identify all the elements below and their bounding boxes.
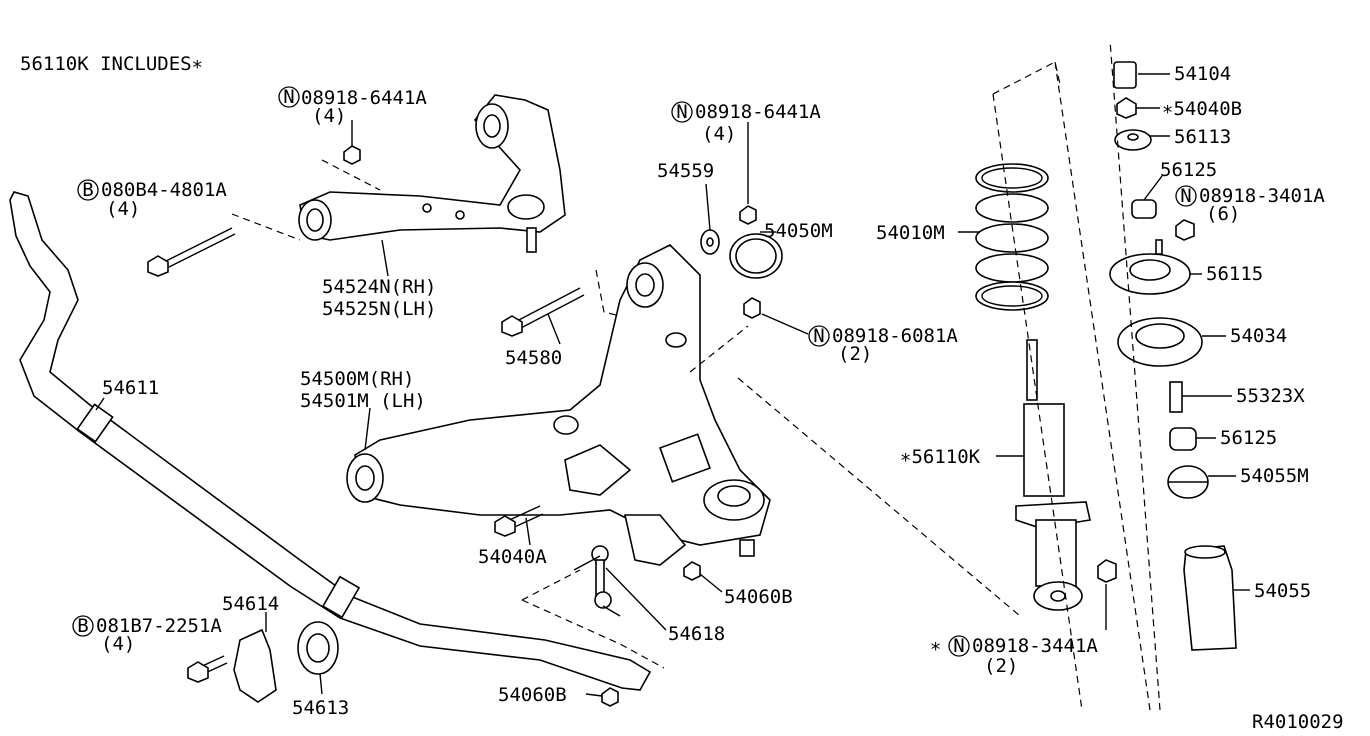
nut-08918-6081A bbox=[743, 297, 761, 319]
bushing-56125-a bbox=[1131, 199, 1157, 219]
part-label-54618: 54618 bbox=[668, 623, 725, 645]
part-label-54034: 54034 bbox=[1230, 325, 1287, 347]
assembly-boundaries bbox=[231, 39, 1161, 711]
svg-text:N: N bbox=[1180, 185, 1191, 207]
part-label-54525N: 54525N(LH) bbox=[322, 298, 436, 320]
part-label-08918-6081A: 08918-6081A bbox=[832, 325, 958, 347]
part-label-080B4-4801A: 080B4-4801A bbox=[101, 179, 227, 201]
quantity-label: (4) bbox=[312, 105, 346, 127]
quantity-label: (6) bbox=[1206, 203, 1240, 225]
part-label-54050M: 54050M bbox=[764, 220, 833, 242]
part-label-56125: 56125 bbox=[1220, 427, 1277, 449]
part-label-54010M: 54010M bbox=[876, 222, 945, 244]
part-label-54104: 54104 bbox=[1174, 63, 1231, 85]
bushing-56125-b bbox=[1169, 427, 1197, 451]
part-label-54611: 54611 bbox=[102, 377, 159, 399]
stabilizer-link bbox=[573, 545, 621, 617]
includes-note: 56110K INCLUDES∗ bbox=[20, 53, 203, 75]
boot-54050M bbox=[729, 233, 783, 279]
nut-08918-3441A bbox=[1097, 559, 1117, 583]
spacer-55323X bbox=[1169, 381, 1183, 413]
part-label-08918-6441A: 08918-6441A bbox=[301, 87, 427, 109]
bound-bumper-54055M bbox=[1167, 465, 1209, 499]
part-label-54501M: 54501M (LH) bbox=[300, 390, 426, 412]
washer-54559 bbox=[700, 229, 720, 255]
part-label-54500M: 54500M(RH) bbox=[300, 368, 414, 390]
part-label-56115: 56115 bbox=[1206, 263, 1263, 285]
part-label-54580: 54580 bbox=[505, 347, 562, 369]
part-label-54055M: 54055M bbox=[1240, 465, 1309, 487]
part-label-55323X: 55323X bbox=[1236, 385, 1305, 407]
bolt-54040A bbox=[494, 505, 544, 537]
coil-spring bbox=[975, 163, 1049, 311]
lower-bolt-54580 bbox=[501, 287, 585, 337]
part-label-08918-3401A: 08918-3401A bbox=[1199, 185, 1325, 207]
quantity-label: (2) bbox=[838, 343, 872, 365]
bushing-54613 bbox=[297, 621, 339, 675]
part-label-56110K: ∗56110K bbox=[900, 446, 981, 468]
part-label-08918-3441A: 08918-3441A bbox=[972, 635, 1098, 657]
nut-54040B bbox=[1116, 97, 1137, 119]
part-label-56125: 56125 bbox=[1160, 159, 1217, 181]
quantity-label: (4) bbox=[702, 123, 736, 145]
callout-n-circle: N bbox=[808, 325, 830, 347]
callout-n-circle: N bbox=[278, 86, 300, 108]
part-label-56113: 56113 bbox=[1174, 126, 1231, 148]
mount-56115 bbox=[1109, 239, 1191, 295]
bumper-cap-54104 bbox=[1113, 61, 1137, 89]
dust-cover-54055 bbox=[1183, 545, 1237, 651]
washer-56113 bbox=[1114, 129, 1152, 151]
part-label-08918-6441A: 08918-6441A bbox=[695, 101, 821, 123]
upper-nut bbox=[343, 145, 361, 165]
svg-text:N: N bbox=[283, 86, 294, 108]
quantity-label: (2) bbox=[984, 655, 1018, 677]
part-label-54524N: 54524N(RH) bbox=[322, 276, 436, 298]
svg-text:N: N bbox=[813, 325, 824, 347]
quantity-label: (4) bbox=[101, 633, 135, 655]
part-label-54614: 54614 bbox=[222, 593, 279, 615]
lower-link-assembly bbox=[346, 244, 771, 566]
part-label-54055: 54055 bbox=[1254, 580, 1311, 602]
stabilizer-bar bbox=[9, 191, 652, 691]
star-mark: ∗ bbox=[930, 635, 941, 657]
part-label-54060B: 54060B bbox=[724, 586, 793, 608]
bolt-081B7 bbox=[187, 655, 228, 683]
svg-text:B: B bbox=[77, 615, 88, 637]
quantity-label: (4) bbox=[106, 198, 140, 220]
part-label-081B7-2251A: 081B7-2251A bbox=[96, 615, 222, 637]
callout-n-circle: N bbox=[1175, 185, 1197, 207]
callout-b-circle: B bbox=[72, 615, 94, 637]
upper-bolt bbox=[147, 227, 236, 277]
part-label-54060B: 54060B bbox=[498, 684, 567, 706]
leader-lines bbox=[95, 73, 1250, 697]
reference-code: R4010029 bbox=[1252, 711, 1344, 733]
svg-text:N: N bbox=[953, 635, 964, 657]
nut-08918-3401A bbox=[1175, 219, 1195, 241]
nut-upper-right bbox=[739, 205, 757, 225]
shock-absorber bbox=[1015, 339, 1091, 611]
part-label-54040B: ∗54040B bbox=[1162, 98, 1242, 120]
upper-link-assembly bbox=[298, 94, 566, 253]
insulator-54034 bbox=[1117, 317, 1203, 367]
callout-n-circle: N bbox=[948, 635, 970, 657]
svg-text:N: N bbox=[676, 101, 687, 123]
callout-n-circle: N bbox=[671, 101, 693, 123]
part-label-54040A: 54040A bbox=[478, 546, 547, 568]
clamp-54614 bbox=[233, 628, 277, 703]
nut-54060B-a bbox=[683, 561, 701, 581]
part-label-54613: 54613 bbox=[292, 697, 349, 719]
part-label-54559: 54559 bbox=[657, 160, 714, 182]
callout-b-circle: B bbox=[77, 179, 99, 201]
nut-54060B-b bbox=[601, 687, 619, 707]
svg-text:B: B bbox=[82, 179, 93, 201]
